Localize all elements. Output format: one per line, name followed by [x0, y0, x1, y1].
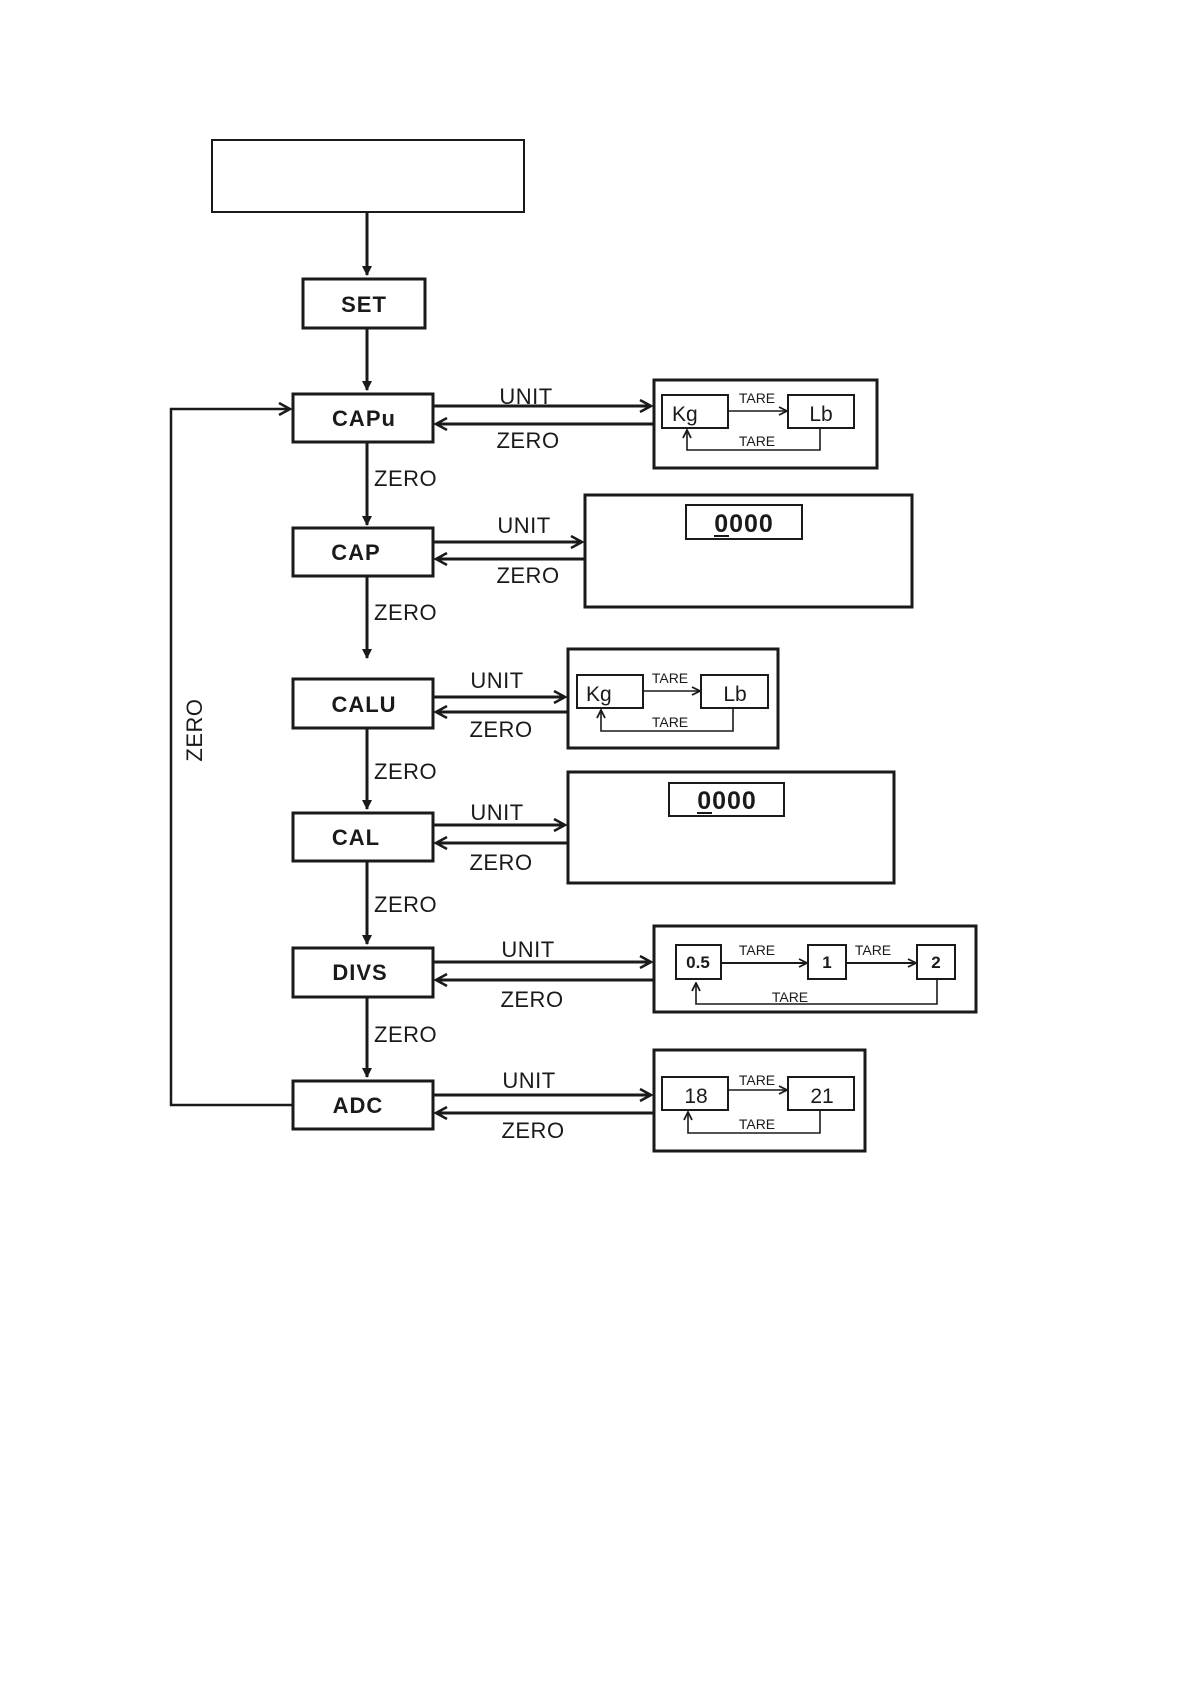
capu-unit-label: UNIT [499, 384, 552, 409]
adc-option-18-label: 18 [684, 1085, 707, 1108]
cap-value-digits: 0000 [714, 510, 774, 538]
calu-unit-label: UNIT [470, 668, 523, 693]
cal-down-zero-label: ZERO [374, 892, 437, 917]
loop-zero-label: ZERO [182, 698, 207, 761]
divs-option-0-5 [675, 944, 722, 980]
divs-option-1 [807, 944, 847, 980]
divs-tare-back-label: TARE [772, 989, 808, 1005]
node-cal-label: CAL [332, 825, 380, 850]
node-calu [291, 677, 435, 730]
calu-option-lb [700, 674, 769, 709]
cal-zero-label: ZERO [469, 850, 532, 875]
adc-unit-label: UNIT [502, 1068, 555, 1093]
divs-option-0-5-label: 0.5 [686, 953, 710, 972]
capu-tare-forward-label: TARE [739, 390, 775, 406]
calu-tare-back [601, 708, 734, 732]
calu-tare-forward-label: TARE [652, 670, 688, 686]
node-capu [291, 392, 435, 444]
node-set [301, 277, 427, 330]
node-cap [291, 526, 435, 578]
adc-option-21-label: 21 [810, 1085, 833, 1108]
calu-zero-label: ZERO [469, 717, 532, 742]
cal-unit-label: UNIT [470, 800, 523, 825]
calu-down-zero-label: ZERO [374, 759, 437, 784]
adc-tare-back [688, 1110, 821, 1134]
adc-tare-forward-label: TARE [739, 1072, 775, 1088]
node-divs-label: DIVS [332, 960, 387, 985]
adc-zero-label: ZERO [501, 1118, 564, 1143]
node-cal [291, 811, 435, 863]
divs-option-2-label: 2 [931, 953, 940, 972]
node-adc-label: ADC [333, 1093, 384, 1118]
calu-option-kg-label: Kg [586, 683, 612, 706]
divs-zero-label: ZERO [500, 987, 563, 1012]
capu-option-kg-label: Kg [672, 403, 698, 426]
cap-zero-label: ZERO [496, 563, 559, 588]
capu-zero-label: ZERO [496, 428, 559, 453]
calu-tare-back-label: TARE [652, 714, 688, 730]
calu-option-lb-label: Lb [723, 683, 746, 706]
divs-down-zero-label: ZERO [374, 1022, 437, 1047]
divs-tare-forward-1-label: TARE [739, 942, 775, 958]
cap-unit-label: UNIT [497, 513, 550, 538]
node-capu-label: CAPu [332, 406, 396, 431]
cal-value-digits: 0000 [697, 787, 757, 815]
node-set-label: SET [341, 292, 387, 317]
edge-loop-adc-to-capu [169, 409, 293, 1107]
node-calu-label: CALU [331, 692, 396, 717]
cap-down-zero-label: ZERO [374, 600, 437, 625]
capu-tare-back [687, 428, 821, 451]
divs-tare-forward-2-label: TARE [855, 942, 891, 958]
capu-option-lb-label: Lb [809, 403, 832, 426]
capu-tare-back-label: TARE [739, 433, 775, 449]
node-cap-label: CAP [331, 540, 380, 565]
cal-value-display [668, 782, 785, 817]
divs-option-1-label: 1 [822, 953, 831, 972]
capu-option-lb [787, 394, 855, 429]
start-box [211, 139, 525, 213]
divs-unit-label: UNIT [501, 937, 554, 962]
cap-value-display [685, 504, 803, 540]
capu-down-zero-label: ZERO [374, 466, 437, 491]
capu-option-kg [661, 394, 729, 429]
divs-tare-back [696, 979, 938, 1005]
divs-option-2 [916, 944, 956, 980]
calu-option-kg [576, 674, 644, 709]
adc-option-21 [787, 1076, 855, 1111]
node-adc [291, 1079, 435, 1131]
node-divs [291, 946, 435, 999]
adc-option-18 [661, 1076, 729, 1111]
adc-tare-back-label: TARE [739, 1116, 775, 1132]
